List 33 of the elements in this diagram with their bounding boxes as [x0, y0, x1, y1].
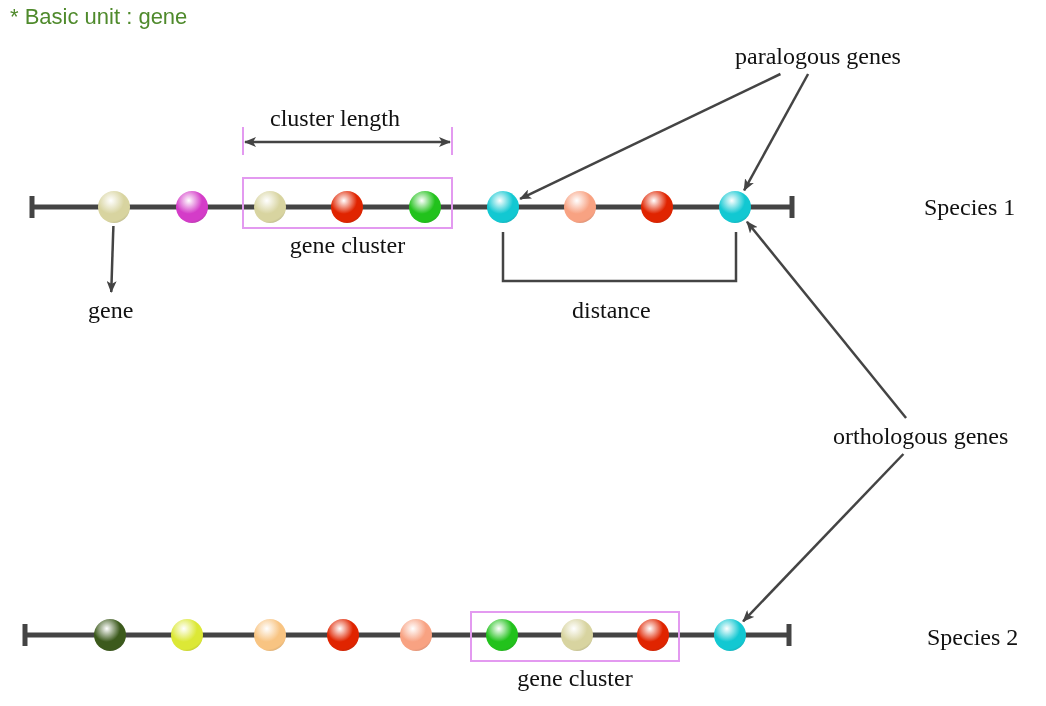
species-label: Species 2: [927, 623, 1019, 651]
cluster-label: gene cluster: [288, 231, 407, 259]
gene-circle: [719, 191, 751, 223]
gene-circle: [486, 619, 518, 651]
measure-label: distance: [572, 296, 651, 324]
gene-circle: [400, 619, 432, 651]
gene-circle: [561, 619, 593, 651]
arrow: [746, 220, 908, 419]
gene-circle: [409, 191, 441, 223]
gene-circle: [714, 619, 746, 651]
gene-circle: [487, 191, 519, 223]
annotation-label: orthologous genes: [833, 422, 1009, 450]
gene-circle: [176, 191, 208, 223]
annotation-label: gene: [88, 296, 134, 324]
arrow: [519, 72, 781, 200]
gene-circle: [98, 191, 130, 223]
measure-label: cluster length: [270, 104, 400, 132]
gene-circle: [94, 619, 126, 651]
arrow: [742, 453, 905, 623]
gene-circle: [641, 191, 673, 223]
gene-circle: [171, 619, 203, 651]
species-label: Species 1: [924, 193, 1016, 221]
gene-circle: [637, 619, 669, 651]
gene-circle: [327, 619, 359, 651]
annotation-label: paralogous genes: [735, 42, 901, 70]
title: * Basic unit : gene: [10, 4, 188, 30]
gene-circle: [254, 191, 286, 223]
cluster-label: gene cluster: [516, 664, 634, 692]
arrow: [743, 73, 810, 192]
arrow: [106, 225, 117, 293]
gene-circle: [331, 191, 363, 223]
gene-circle: [254, 619, 286, 651]
gene-circle: [564, 191, 596, 223]
